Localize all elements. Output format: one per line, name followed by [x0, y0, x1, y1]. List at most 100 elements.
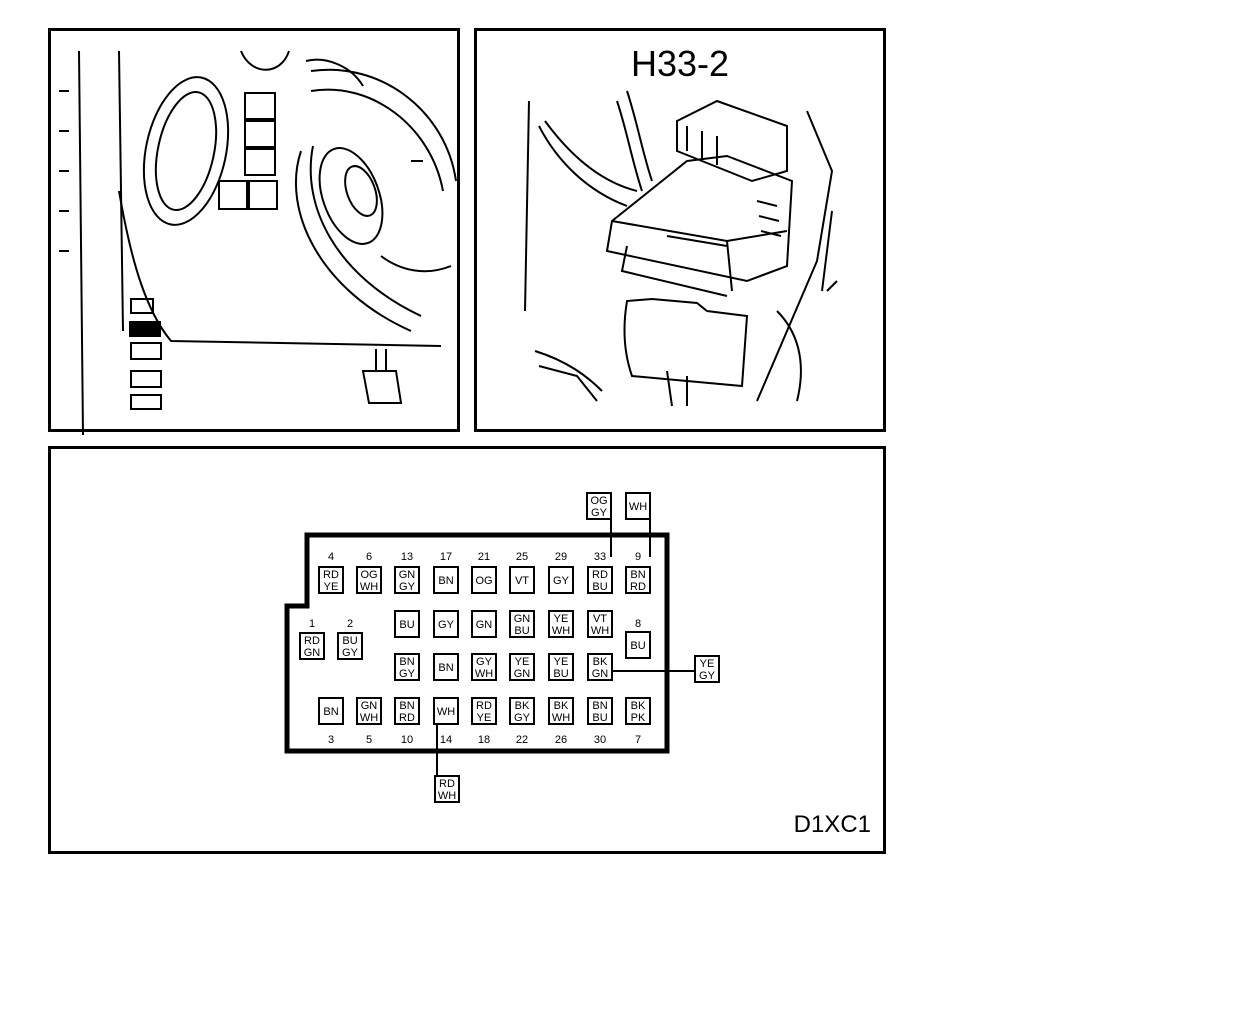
wire-color-code: GN — [514, 668, 531, 680]
pin-number: 33 — [594, 551, 606, 563]
wire-color-code: BU — [592, 581, 607, 593]
wire-color-code: GN — [514, 613, 531, 625]
wire-color-code: GY — [699, 670, 716, 682]
wire-color-code: YE — [477, 712, 492, 724]
wire-color-code: GY — [591, 507, 608, 519]
connector-location-marker — [129, 321, 161, 337]
wire-color-code: VT — [515, 575, 529, 587]
wire-color-code: BU — [399, 619, 414, 631]
pin-box-middle: BU — [394, 610, 420, 638]
connector-detail-drawing: H33-2 — [474, 28, 886, 432]
pin-number: 25 — [516, 551, 528, 563]
connector-title: H33-2 — [630, 43, 730, 84]
pin-number: 13 — [401, 551, 413, 563]
wire-color-code: RD — [399, 712, 415, 724]
wire-color-code: BU — [342, 635, 357, 647]
wire-color-code: BU — [514, 625, 529, 637]
pin-number: 1 — [309, 618, 315, 630]
wire-color-code: WH — [552, 712, 570, 724]
pin-number: 8 — [635, 618, 641, 630]
wire-color-code: YE — [324, 581, 339, 593]
pin-21: OG — [471, 566, 497, 594]
wire-color-code: GN — [476, 619, 493, 631]
pin-number: 2 — [347, 618, 353, 630]
pin-box-middle: GY — [433, 610, 459, 638]
wire-color-code: GY — [438, 619, 455, 631]
pin-box-middle: GN — [471, 610, 497, 638]
wire-color-code: PK — [631, 712, 646, 724]
wire-color-code: WH — [437, 706, 455, 718]
wire-color-code: WH — [360, 581, 378, 593]
wire-color-code: GY — [476, 656, 493, 668]
wire-color-code: WH — [475, 668, 493, 680]
pin-number: 4 — [328, 551, 334, 563]
pin-number: 22 — [516, 734, 528, 746]
pin-number: 18 — [478, 734, 490, 746]
connector-housing-outline — [284, 532, 670, 754]
wire-color-code: BN — [630, 569, 645, 581]
wire-color-code: BK — [515, 700, 530, 712]
wire-color-code: BK — [631, 700, 646, 712]
pin-number: 3 — [328, 734, 334, 746]
wire-color-code: BN — [323, 706, 338, 718]
pin-17: BN — [433, 566, 459, 594]
pin-number: 30 — [594, 734, 606, 746]
pin-box-middle: BN — [433, 653, 459, 681]
wire-color-code: RD — [592, 569, 608, 581]
pin-14: WH — [433, 697, 459, 725]
wire-color-code: GY — [553, 575, 570, 587]
wire-color-code: WH — [360, 712, 378, 724]
pin-3: BN — [318, 697, 344, 725]
wire-color-code: GY — [342, 647, 359, 659]
pin-25: VT — [509, 566, 535, 594]
pin-number: 21 — [478, 551, 490, 563]
wire-color-code: YE — [700, 658, 715, 670]
wire-color-code: VT — [593, 613, 607, 625]
dashboard-line-art — [59, 50, 457, 436]
wire-color-code: YE — [515, 656, 530, 668]
pin-number: 26 — [555, 734, 567, 746]
wire-color-code: YE — [554, 613, 569, 625]
wire-color-code: BK — [554, 700, 569, 712]
wire-color-code: GN — [361, 700, 378, 712]
wire-color-code: BN — [399, 700, 414, 712]
pin-8: BU — [625, 631, 651, 659]
wire-color-code: BU — [592, 712, 607, 724]
wire-color-code: OG — [475, 575, 492, 587]
wire-color-code: WH — [438, 790, 456, 802]
wire-color-code: GN — [592, 668, 609, 680]
pin-number: 5 — [366, 734, 372, 746]
wire-color-code: BK — [593, 656, 608, 668]
wire-color-code: GY — [514, 712, 531, 724]
pin-number: 29 — [555, 551, 567, 563]
wire-color-code: GN — [399, 569, 416, 581]
connector-label: D1XC1 — [793, 811, 871, 838]
external-wire-pin9: WH — [625, 492, 651, 520]
wire-color-code: BN — [438, 662, 453, 674]
wire-color-code: YE — [554, 656, 569, 668]
pin-29: GY — [548, 566, 574, 594]
